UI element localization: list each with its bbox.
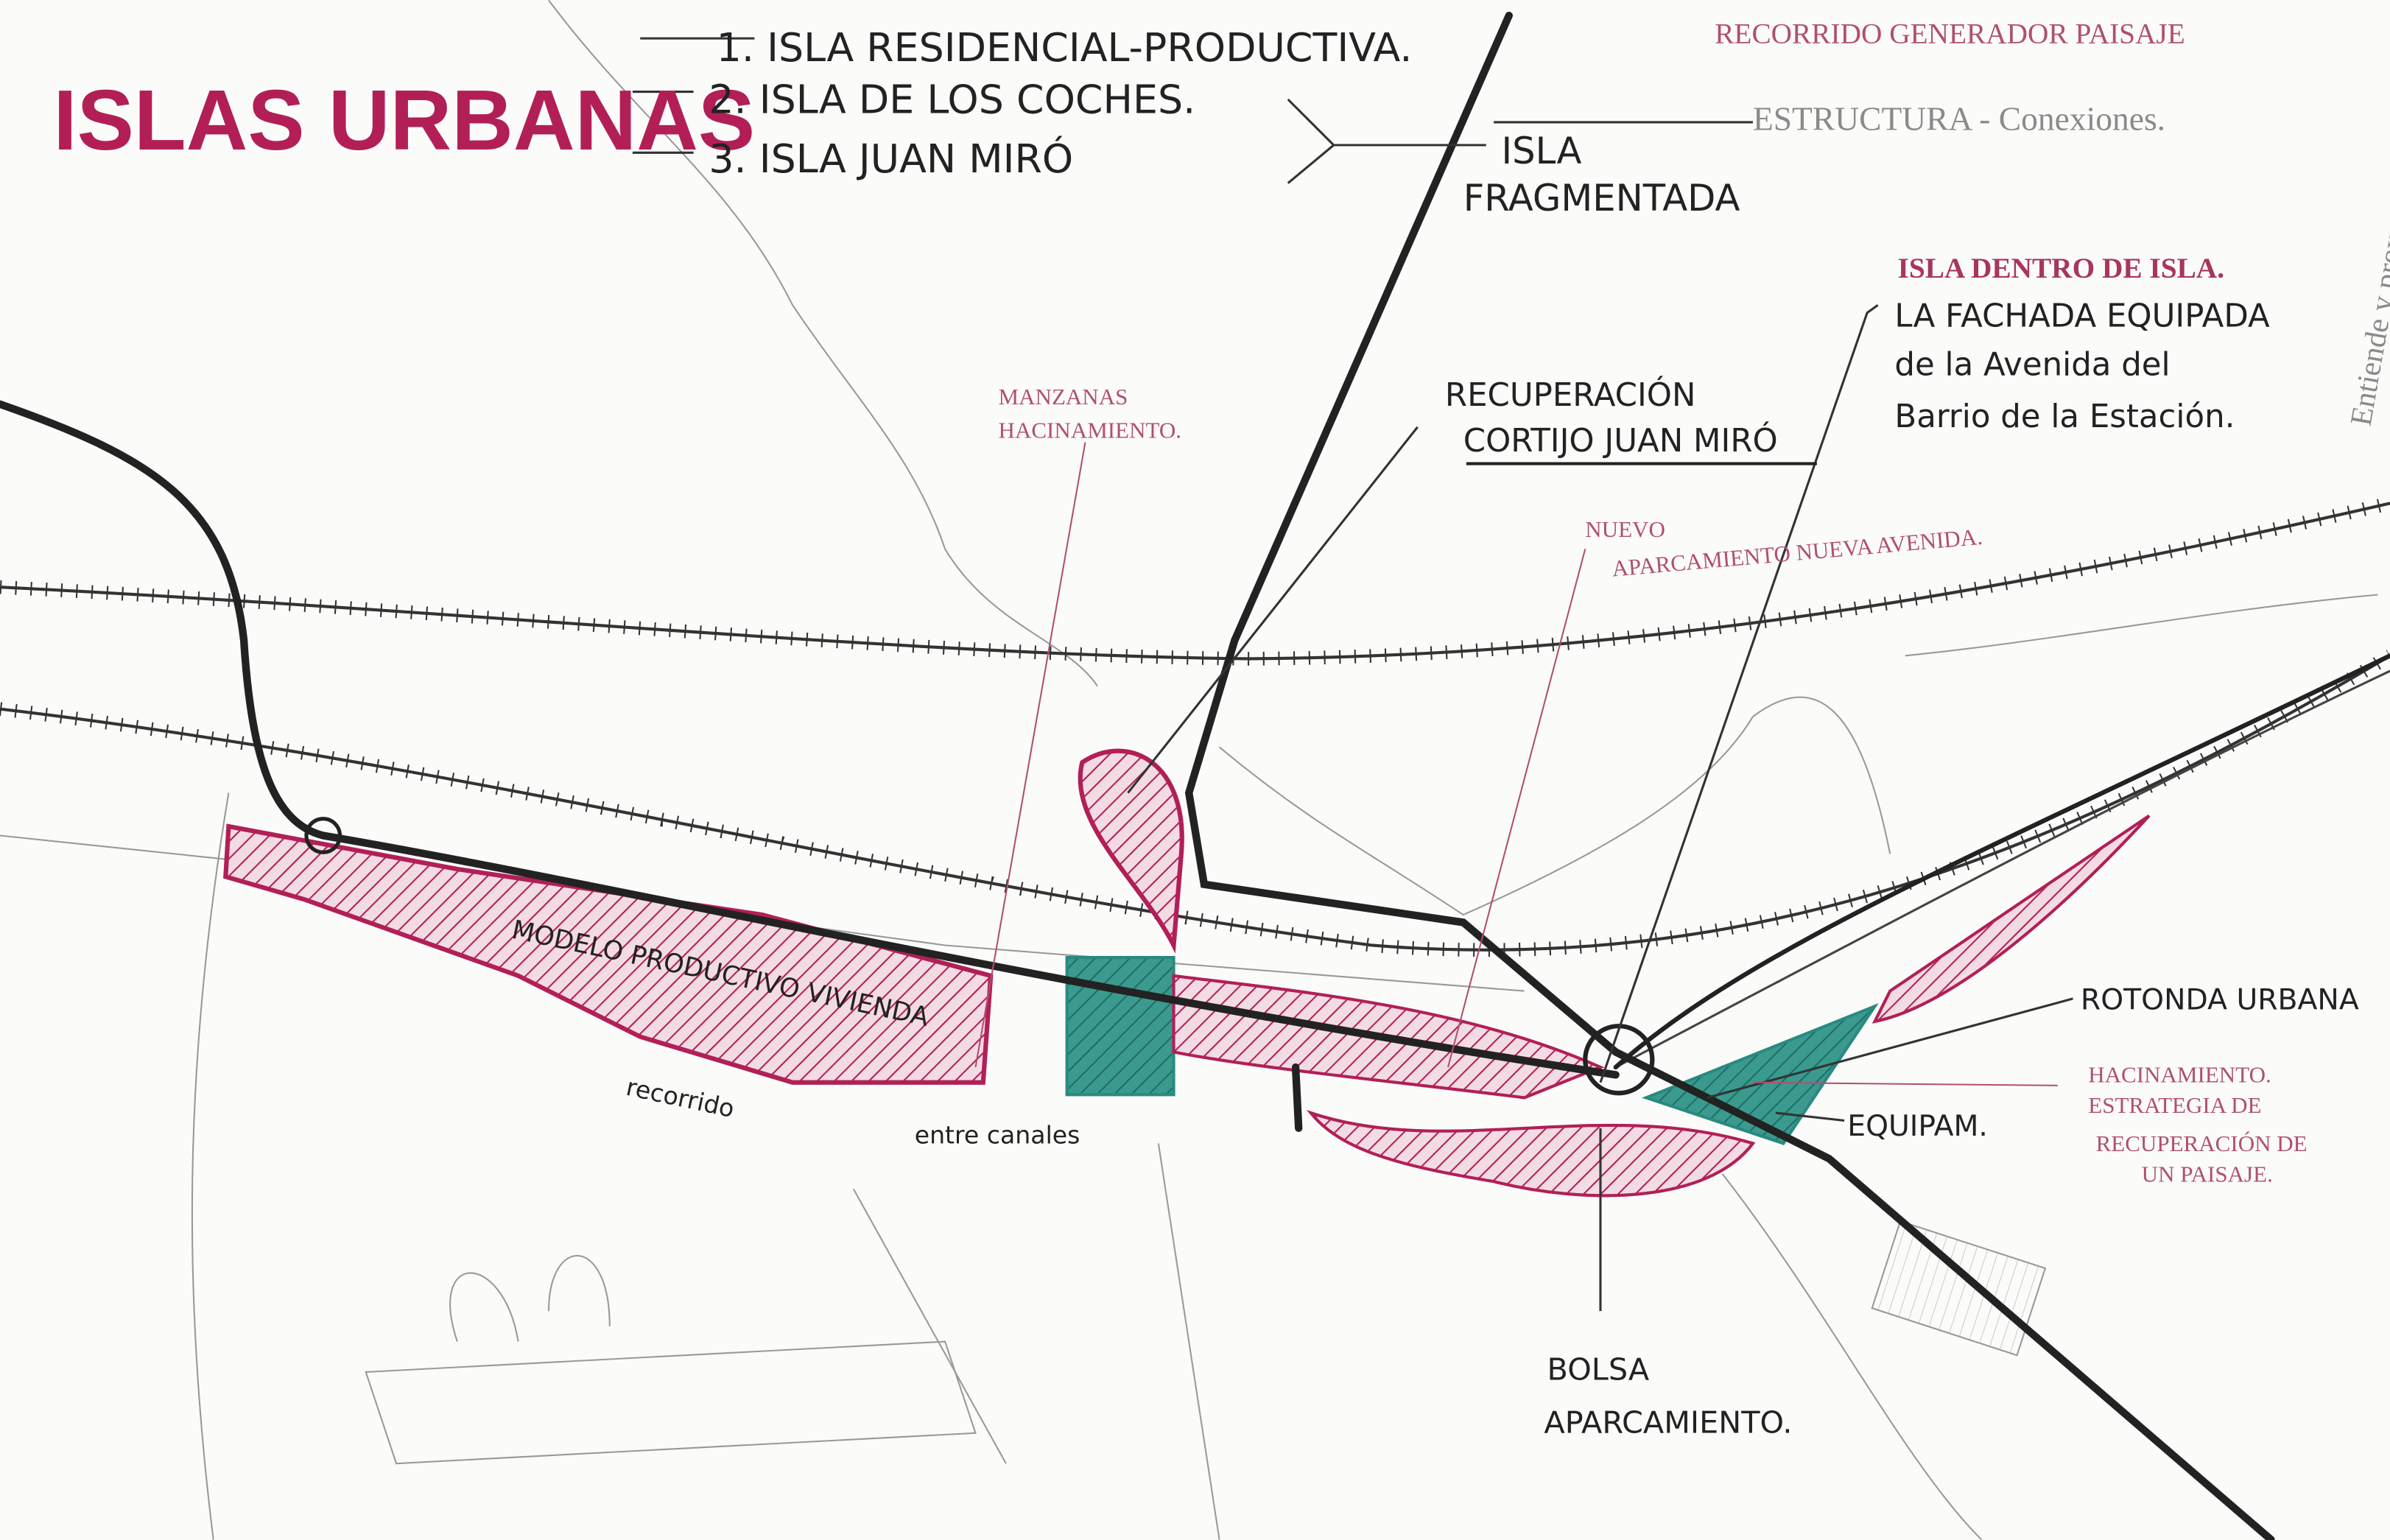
railway-lines — [0, 496, 2390, 1069]
page-title: ISLAS URBANAS — [53, 72, 755, 168]
path-label-line-2: entre canales — [915, 1121, 1080, 1150]
fragmented-island-line-1: ISLA — [1501, 130, 1581, 172]
vertical-note: Entiende y proyecta — [2344, 183, 2390, 429]
strategy-note-line-1: HACINAMIENTO. — [2088, 1062, 2271, 1088]
strategy-note-line-2: ESTRATEGIA DE — [2088, 1092, 2261, 1118]
island-juan-miro — [1078, 748, 1184, 954]
island-equipment — [1642, 1002, 1879, 1145]
facade-note-line-2: de la Avenida del — [1894, 346, 2170, 383]
landscape-route-note: RECORRIDO GENERADOR PAISAJE — [1715, 17, 2185, 49]
parking-bag-line-2: APARCAMIENTO. — [1544, 1405, 1792, 1441]
manzanas-note-line-1: MANZANAS — [999, 384, 1128, 409]
island-within-note: ISLA DENTRO DE ISLA. — [1898, 252, 2225, 284]
parking-note-line-1: NUEVO — [1585, 516, 1665, 542]
roundabout — [1583, 1024, 1655, 1096]
strategy-note-line-3: RECUPERACIÓN DE — [2096, 1131, 2308, 1156]
parking-bag-line-1: BOLSA — [1547, 1351, 1650, 1387]
strategy-note-line-4: UN PAISAJE. — [2142, 1161, 2273, 1186]
cortijo-note-line-1: RECUPERACIÓN — [1445, 376, 1696, 414]
island-cars — [1065, 955, 1175, 1097]
island-lower — [1306, 1109, 1756, 1198]
main-roads — [0, 11, 2390, 1540]
path-label-line-1: recorrido — [624, 1072, 737, 1123]
island-east-wedge — [1871, 814, 2151, 1024]
pink-leader-lines — [974, 442, 2058, 1086]
leader-lines — [632, 37, 2073, 1312]
manzanas-note-line-2: HACINAMIENTO. — [999, 417, 1182, 443]
fragmented-island-line-2: FRAGMENTADA — [1463, 177, 1740, 219]
island-list-item-1: 1. ISLA RESIDENCIAL-PRODUCTIVA. — [717, 24, 1413, 71]
facade-note-line-1: LA FACHADA EQUIPADA — [1894, 298, 2270, 334]
parking-note-line-2: APARCAMIENTO NUEVA AVENIDA. — [1611, 524, 1983, 582]
cortijo-note-line-2: CORTIJO JUAN MIRÓ — [1463, 422, 1778, 460]
island-list-item-3: 3. ISLA JUAN MIRÓ — [709, 136, 1073, 182]
structure-note: ESTRUCTURA - Conexiones. — [1753, 99, 2165, 137]
junction-circle — [304, 817, 342, 854]
equipment-label: EQUIPAM. — [1847, 1110, 1988, 1143]
facade-note-line-3: Barrio de la Estación. — [1894, 398, 2235, 435]
island-list-item-2: 2. ISLA DE LOS COCHES. — [709, 77, 1195, 123]
roundabout-label: ROTONDA URBANA — [2081, 983, 2359, 1016]
